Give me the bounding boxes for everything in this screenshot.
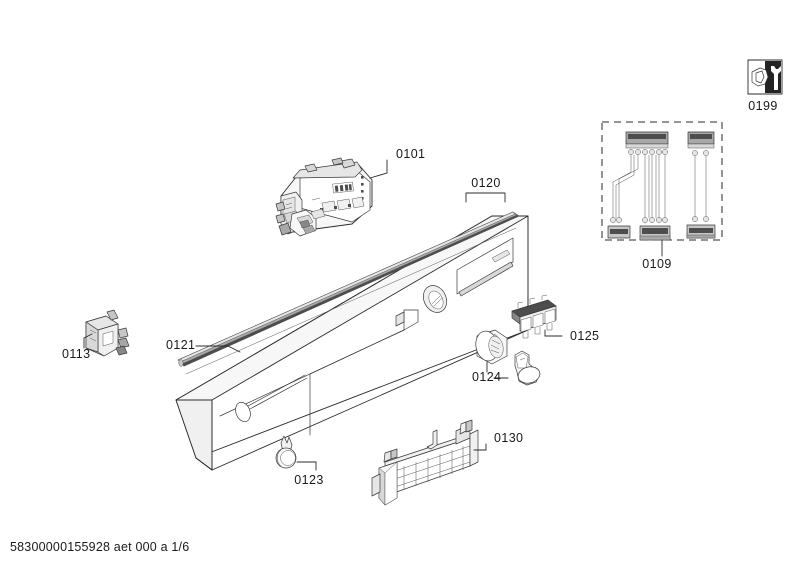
pushbutton (493, 350, 541, 386)
leader-0120 (465, 192, 506, 203)
part-label-0130: 0130 (494, 431, 523, 445)
selector-knob-group: 0124 (472, 329, 541, 386)
harness-detail-box (601, 121, 723, 241)
door-latch-bracket-group: 0113 (62, 309, 130, 361)
control-panel-fascia-group: 0120 (175, 176, 529, 471)
footer-document-code: 58300000155928 aet 000 a 1/6 (10, 540, 189, 554)
button-switch-bank-group: 0125 (511, 294, 599, 343)
fascia-end-hole (235, 401, 251, 423)
harness-right (686, 131, 716, 239)
part-label-0120: 0120 (471, 176, 500, 190)
control-module-group: 0101 (275, 147, 425, 237)
wiring-harness-group: 0109 (601, 121, 723, 271)
service-tool-symbol-group: 0199 (747, 59, 783, 113)
part-label-0109: 0109 (642, 257, 671, 271)
trim-strip-group: 0121 (166, 211, 520, 375)
part-label-0123: 0123 (294, 473, 323, 487)
retaining-clip-group: 0123 (275, 435, 323, 487)
part-label-0101: 0101 (396, 147, 425, 161)
part-label-0125: 0125 (570, 329, 599, 343)
leader-0101 (369, 159, 388, 179)
part-label-0124: 0124 (472, 370, 501, 384)
part-label-0121: 0121 (166, 338, 195, 352)
part-label-0199: 0199 (748, 99, 777, 113)
vent-bracket-group: 0130 (371, 419, 523, 506)
part-label-0113: 0113 (62, 347, 90, 361)
harness-left (607, 131, 671, 241)
